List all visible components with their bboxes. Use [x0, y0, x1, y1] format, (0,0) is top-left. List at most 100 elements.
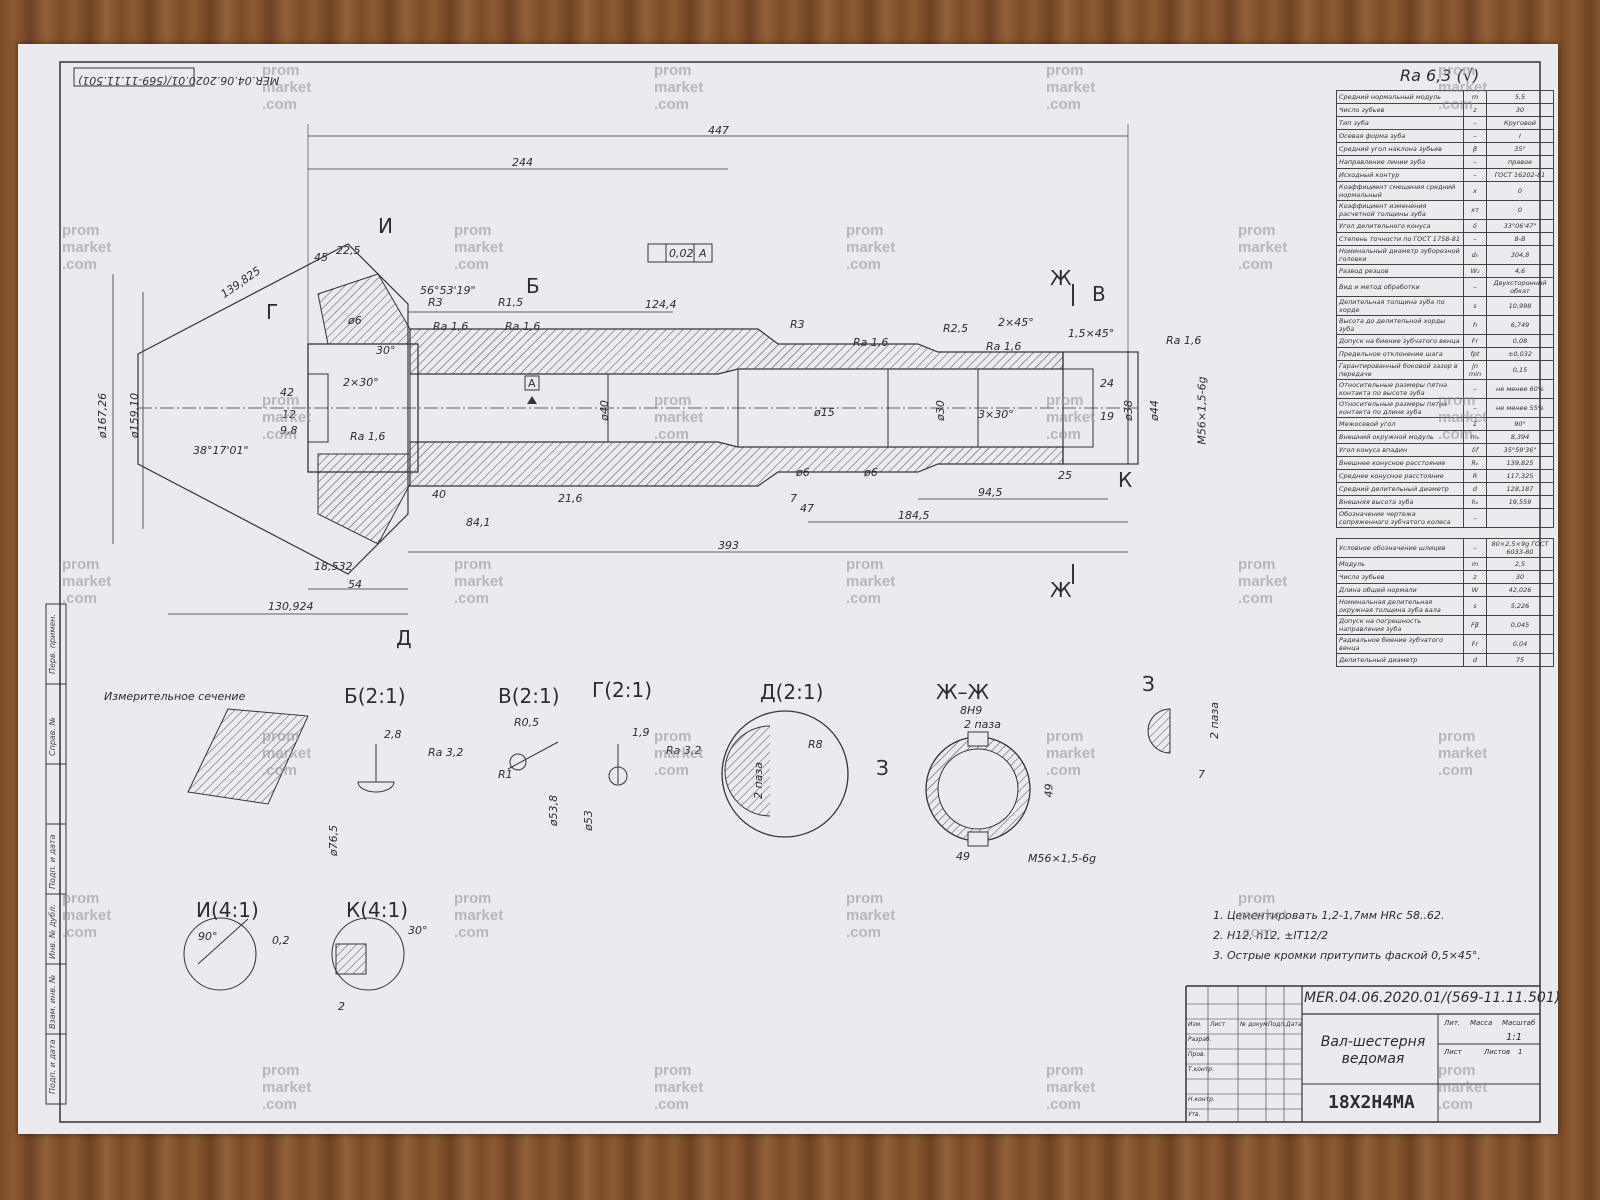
watermark-text: .com: [1238, 590, 1274, 607]
side-stamp: [45, 603, 67, 1105]
gear-table-cell: 0: [1486, 181, 1554, 201]
drawing-sheet: MER.04.06.2020.01/(569-11.11.501) Ra 6,3…: [18, 44, 1560, 1134]
dim-dia-6-b: ø6: [864, 466, 878, 479]
watermark-text: prom: [654, 392, 692, 409]
watermark-text: market: [1046, 409, 1096, 426]
dim-angle-2: 38°17'01": [193, 444, 249, 457]
watermark-text: prom: [1438, 728, 1476, 745]
callout-zh-top: Ж: [1050, 266, 1072, 290]
gear-table-cell: hₑ: [1463, 495, 1487, 509]
dim-25: 25: [1058, 469, 1072, 482]
watermark-text: .com: [62, 924, 98, 941]
spline-table-cell: Радиальное биение зубчатого венца: [1336, 634, 1464, 654]
gear-table-cell: Rₑ: [1463, 456, 1487, 470]
spline-table-cell: Модуль: [1336, 557, 1464, 571]
gear-table-cell: 10,998: [1486, 296, 1554, 316]
watermark-text: market: [1046, 79, 1096, 96]
detail-k-title: К(4:1): [346, 898, 408, 922]
spline-table-cell: Fβ: [1463, 615, 1487, 635]
dim-chamfer-4: 3×30°: [978, 408, 1014, 421]
detail-z-title: З: [1142, 672, 1155, 696]
watermark-text: prom: [1238, 556, 1276, 573]
gear-table-cell: Внешнее конусное расстояние: [1336, 456, 1464, 470]
dim-30deg: 30°: [376, 344, 396, 357]
watermark-text: market: [654, 409, 704, 426]
dim-dia-6-a: ø6: [796, 466, 810, 479]
callout-zh-bottom: Ж: [1050, 578, 1072, 602]
roughness-general: Ra 6,3 (√): [1400, 66, 1480, 85]
spline-table-cell: Число зубьев: [1336, 570, 1464, 584]
section-zh-h9: 8H9: [960, 704, 983, 717]
detail-v-shape: [509, 753, 527, 771]
watermark-text: .com: [1438, 426, 1474, 443]
gear-table-cell: 6,749: [1486, 315, 1554, 335]
detail-g-dim: 1,9: [632, 726, 650, 739]
gear-table-cell: Номинальный диаметр зуборезной головки: [1336, 245, 1464, 265]
note-1: 1. Цементировать 1,2-1,7мм HRc 58..62.: [1213, 909, 1445, 922]
watermark-text: market: [1438, 409, 1488, 426]
dim-184-5: 184,5: [898, 509, 930, 522]
detail-z-7: 7: [1198, 768, 1205, 781]
gear-table-cell: Обозначение чертежа сопряженного зубчато…: [1336, 508, 1464, 528]
gear-table-cell: Угол конуса впадин: [1336, 443, 1464, 457]
gear-table-cell: Коэффициент изменения расчетной толщины …: [1336, 200, 1464, 220]
detail-g-dia: ø53: [581, 810, 595, 831]
watermark-text: prom: [654, 62, 692, 79]
dim-dia-30: ø30: [933, 400, 947, 421]
tolerance-datum: A: [699, 247, 707, 260]
dim-21-6: 21,6: [558, 492, 583, 505]
dim-447: 447: [708, 124, 729, 137]
watermark-text: market: [1438, 79, 1488, 96]
watermark-text: .com: [654, 96, 690, 113]
title-scale: Масштаб: [1502, 1019, 1536, 1027]
title-material: 18Х2Н4МА: [1328, 1092, 1415, 1113]
title-row-tkontr: Т.контр.: [1188, 1066, 1215, 1073]
gear-table-cell: xτ: [1463, 200, 1487, 220]
watermark-text: prom: [454, 890, 492, 907]
watermark-text: prom: [1046, 62, 1084, 79]
dim-angle-1: 56°53'19": [420, 284, 476, 297]
spline-table-cell: s: [1463, 596, 1487, 616]
side-label-6: Подп. и дата: [48, 1039, 57, 1095]
title-row-razrab: Разраб.: [1188, 1036, 1212, 1043]
dim-9-8: 9,8: [280, 424, 298, 437]
gear-table-row: Относительные размеры пятна контакта по …: [1336, 398, 1554, 418]
title-mass: Масса: [1470, 1019, 1493, 1027]
watermark-text: prom: [846, 556, 884, 573]
gear-table-cell: Угол делительного конуса: [1336, 219, 1464, 233]
dim-chamfer-2: 1,5×45°: [1068, 327, 1115, 340]
watermark-text: prom: [1046, 728, 1084, 745]
watermark-text: market: [262, 409, 312, 426]
title-row-nkontr: Н.контр.: [1188, 1096, 1215, 1103]
gear-table-cell: –: [1463, 116, 1487, 130]
spline-table-cell: Делительный диаметр: [1336, 653, 1464, 667]
watermark-text: .com: [454, 924, 490, 941]
gear-tooth-hatch-bottom: [317, 453, 411, 545]
watermark-text: .com: [654, 426, 690, 443]
gear-table-cell: ГОСТ 16202-81: [1486, 168, 1554, 182]
spline-table-cell: Длина общей нормали: [1336, 583, 1464, 597]
gear-table-row: Степень точности по ГОСТ 1758-81–8-B: [1336, 232, 1554, 246]
gear-table-cell: Осевая форма зуба: [1336, 129, 1464, 143]
gear-table-cell: Круговой: [1486, 116, 1554, 130]
gear-table-cell: Допуск на биение зубчатого венца: [1336, 334, 1464, 348]
gear-table-cell: Степень точности по ГОСТ 1758-81: [1336, 232, 1464, 246]
title-sheets-value: 1: [1518, 1048, 1523, 1056]
gear-table-cell: fpt: [1463, 347, 1487, 361]
dim-dia-40: ø40: [597, 400, 611, 421]
watermark-text: .com: [262, 426, 298, 443]
gear-table-cell: 35°: [1486, 142, 1554, 156]
title-row-utv: Утв.: [1188, 1111, 1201, 1118]
